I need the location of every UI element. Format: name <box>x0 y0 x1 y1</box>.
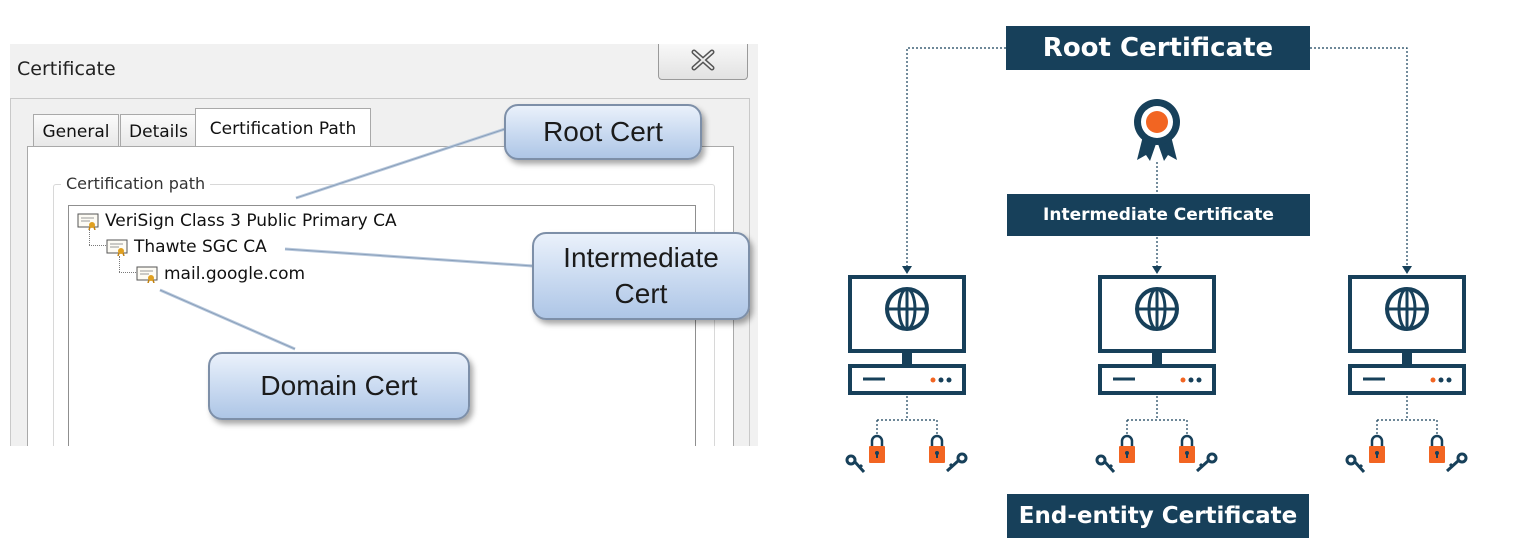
end-entity-certificate-box: End-entity Certificate <box>1007 494 1309 538</box>
callout-label-line1: Intermediate <box>563 242 719 273</box>
lock-key-icon <box>1345 434 1385 474</box>
intermediate-certificate-box: Intermediate Certificate <box>1007 194 1310 236</box>
tree-item-domain[interactable]: mail.google.com <box>136 264 305 284</box>
root-certificate-label: Root Certificate <box>1042 33 1274 63</box>
lock-key-icon <box>1179 434 1218 473</box>
callout-intermediate-cert: Intermediate Cert <box>532 232 750 320</box>
certificate-dialog: Certificate General Details Certificatio… <box>10 44 758 446</box>
lock-key-icon <box>1429 434 1468 473</box>
tab-certification-path[interactable]: Certification Path <box>195 108 371 149</box>
callout-pointers <box>159 126 534 351</box>
callout-domain-cert: Domain Cert <box>208 352 470 420</box>
group-label: Certification path <box>61 174 211 193</box>
certificate-icon <box>77 213 99 230</box>
tab-details[interactable]: Details <box>120 114 197 149</box>
close-icon <box>691 49 715 71</box>
end-entity-certificate-label: End-entity Certificate <box>1018 503 1298 529</box>
callout-label: Domain Cert <box>260 370 418 401</box>
server-icon <box>1098 275 1216 395</box>
lock-key-icon <box>845 434 885 474</box>
tree-item-intermediate[interactable]: Thawte SGC CA <box>106 237 267 257</box>
server-icon <box>848 275 966 395</box>
tree-item-label: mail.google.com <box>164 264 306 284</box>
intermediate-certificate-label: Intermediate Certificate <box>1043 205 1274 225</box>
callout-root-cert: Root Cert <box>504 104 702 160</box>
certificate-icon <box>136 266 158 283</box>
tab-general[interactable]: General <box>33 114 119 149</box>
root-certificate-box: Root Certificate <box>1006 26 1310 70</box>
connector-lines <box>845 47 1468 474</box>
server-icon <box>1348 275 1466 395</box>
award-ribbon-icon <box>1134 99 1180 161</box>
dialog-title: Certificate <box>17 58 116 80</box>
lock-key-icon <box>929 434 968 473</box>
callout-label-line2: Cert <box>614 278 668 309</box>
certificate-icon <box>106 239 128 256</box>
lock-key-icon <box>1095 434 1135 474</box>
tree-item-label: VeriSign Class 3 Public Primary CA <box>105 211 397 231</box>
close-button[interactable] <box>658 44 748 80</box>
tree-item-label: Thawte SGC CA <box>134 237 267 257</box>
tree-item-root[interactable]: VeriSign Class 3 Public Primary CA <box>77 211 397 231</box>
callout-label: Root Cert <box>543 116 663 147</box>
certificate-chain-diagram: Root Certificate Intermediate Certificat… <box>800 0 1515 554</box>
